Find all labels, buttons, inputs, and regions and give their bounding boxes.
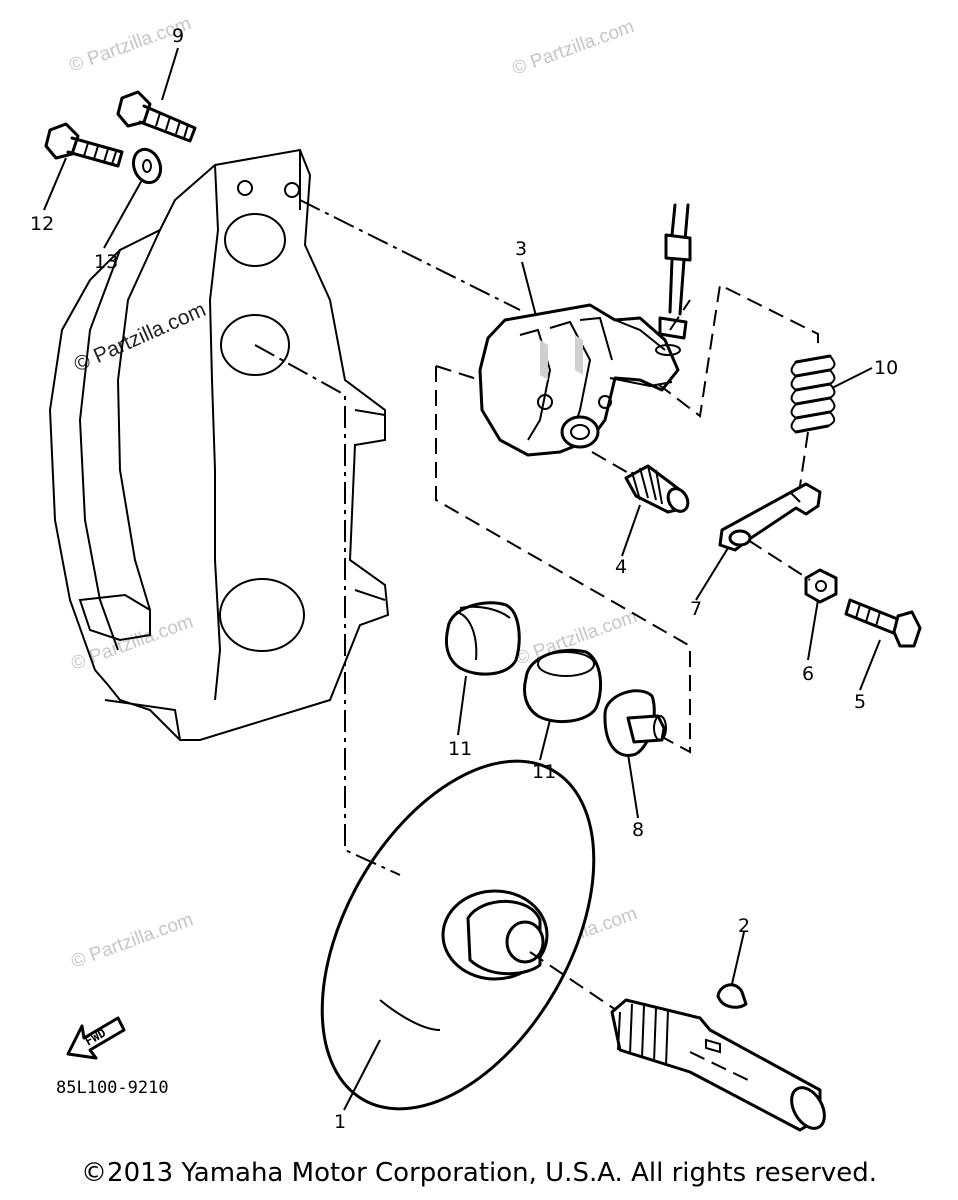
callout-8: 8 — [632, 819, 644, 841]
watermark-text: © Partzilla.com — [71, 298, 210, 377]
disc-1 — [320, 759, 596, 1111]
callout-4: 4 — [615, 556, 627, 578]
plunger-8 — [603, 689, 667, 757]
bolt-9 — [116, 90, 197, 143]
cable-end — [655, 203, 692, 356]
callout-7: 7 — [690, 598, 702, 620]
lever-7 — [718, 482, 822, 552]
copyright-notice: ©2013 Yamaha Motor Corporation, U.S.A. A… — [81, 1158, 877, 1188]
washer-13 — [131, 147, 163, 185]
fwd-arrow-icon: FWD — [66, 1016, 126, 1060]
callout-5: 5 — [854, 691, 866, 713]
drawing-code: 85L100-9210 — [56, 1078, 169, 1098]
housing-ghost — [48, 148, 390, 741]
callout-13: 13 — [94, 251, 118, 273]
callout-1: 1 — [334, 1111, 346, 1133]
callout-2: 2 — [738, 915, 750, 937]
piston-11a — [445, 601, 521, 676]
watermark-text: © Partzilla.com — [510, 16, 637, 80]
callout-3: 3 — [515, 238, 527, 260]
key-2 — [716, 983, 748, 1009]
bolt-12 — [44, 122, 124, 168]
callouts: 9 12 13 3 10 4 7 6 5 11 11 8 2 1 — [30, 25, 898, 1133]
leader-lines — [43, 47, 881, 1111]
callout-12: 12 — [30, 213, 54, 235]
nut-6 — [804, 568, 838, 604]
spring-10 — [790, 354, 836, 434]
watermark-text: © Partzilla.com — [69, 909, 196, 973]
bolt-5 — [844, 598, 922, 648]
assembly-lines — [254, 199, 819, 1081]
callout-9: 9 — [172, 25, 184, 47]
caliper-3 — [478, 303, 680, 457]
callout-11a: 11 — [448, 738, 472, 760]
seal-11b — [523, 648, 603, 723]
adjuster-4 — [624, 464, 690, 514]
callout-6: 6 — [802, 663, 814, 685]
callout-10: 10 — [874, 357, 898, 379]
callout-11b: 11 — [532, 761, 556, 783]
